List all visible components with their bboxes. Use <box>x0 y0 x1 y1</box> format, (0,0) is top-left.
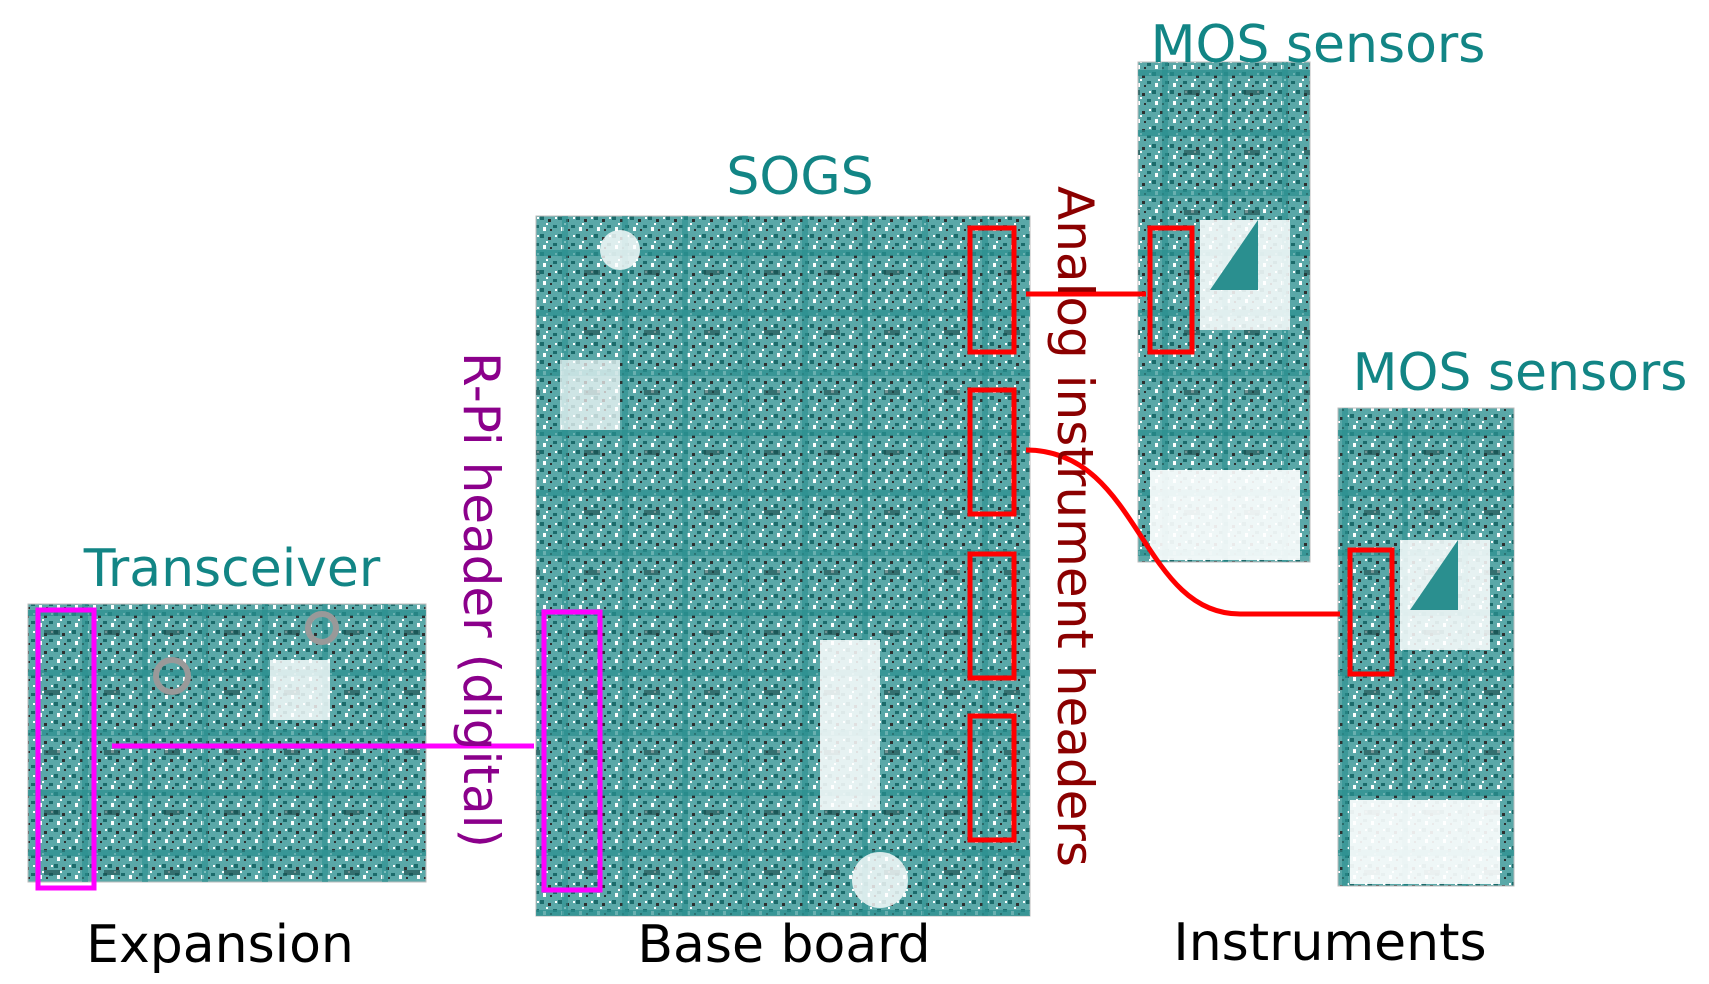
sogs-white-area <box>820 640 880 810</box>
sogs-white-area <box>560 360 620 430</box>
mos-header-box-1 <box>1147 225 1195 355</box>
mos-triangle-2 <box>1410 540 1458 610</box>
mos-sensors-label-1: MOS sensors <box>1151 15 1486 75</box>
analog-headers-label: Analog instrument headers <box>1046 186 1104 867</box>
analog-connection-line-2 <box>1025 447 1340 617</box>
mos-white-area-2 <box>1350 800 1500 884</box>
expansion-label: Expansion <box>86 915 354 975</box>
sogs-mount-hole <box>600 230 640 270</box>
analog-header-box <box>967 713 1017 843</box>
analog-header-box <box>967 225 1017 355</box>
transceiver-mount-hole <box>305 611 339 645</box>
analog-header-box <box>967 387 1017 517</box>
mos-header-box-2 <box>1347 547 1395 677</box>
sogs-label: SOGS <box>726 147 873 207</box>
base-board <box>535 215 1031 917</box>
rpi-header-box-expansion <box>35 607 97 891</box>
rpi-header-box-base <box>541 609 603 893</box>
transceiver-white-area <box>270 660 330 720</box>
mos-sensors-label-2: MOS sensors <box>1353 343 1688 403</box>
expansion-board <box>27 603 427 883</box>
transceiver-mount-hole <box>153 657 191 695</box>
base-board-label: Base board <box>637 915 930 975</box>
mos-triangle-1 <box>1210 220 1258 290</box>
instruments-label: Instruments <box>1173 913 1486 973</box>
mos-white-area-1 <box>1150 470 1300 560</box>
rpi-header-label: R-Pi header (digital) <box>452 352 510 848</box>
instrument-board-2 <box>1337 407 1515 887</box>
sogs-board-traces <box>536 216 1030 916</box>
sogs-mount-hole <box>852 852 908 908</box>
transceiver-label: Transceiver <box>83 539 381 599</box>
instrument-board-1 <box>1137 61 1311 563</box>
transceiver-board-traces <box>28 604 426 882</box>
analog-header-box <box>967 551 1017 681</box>
